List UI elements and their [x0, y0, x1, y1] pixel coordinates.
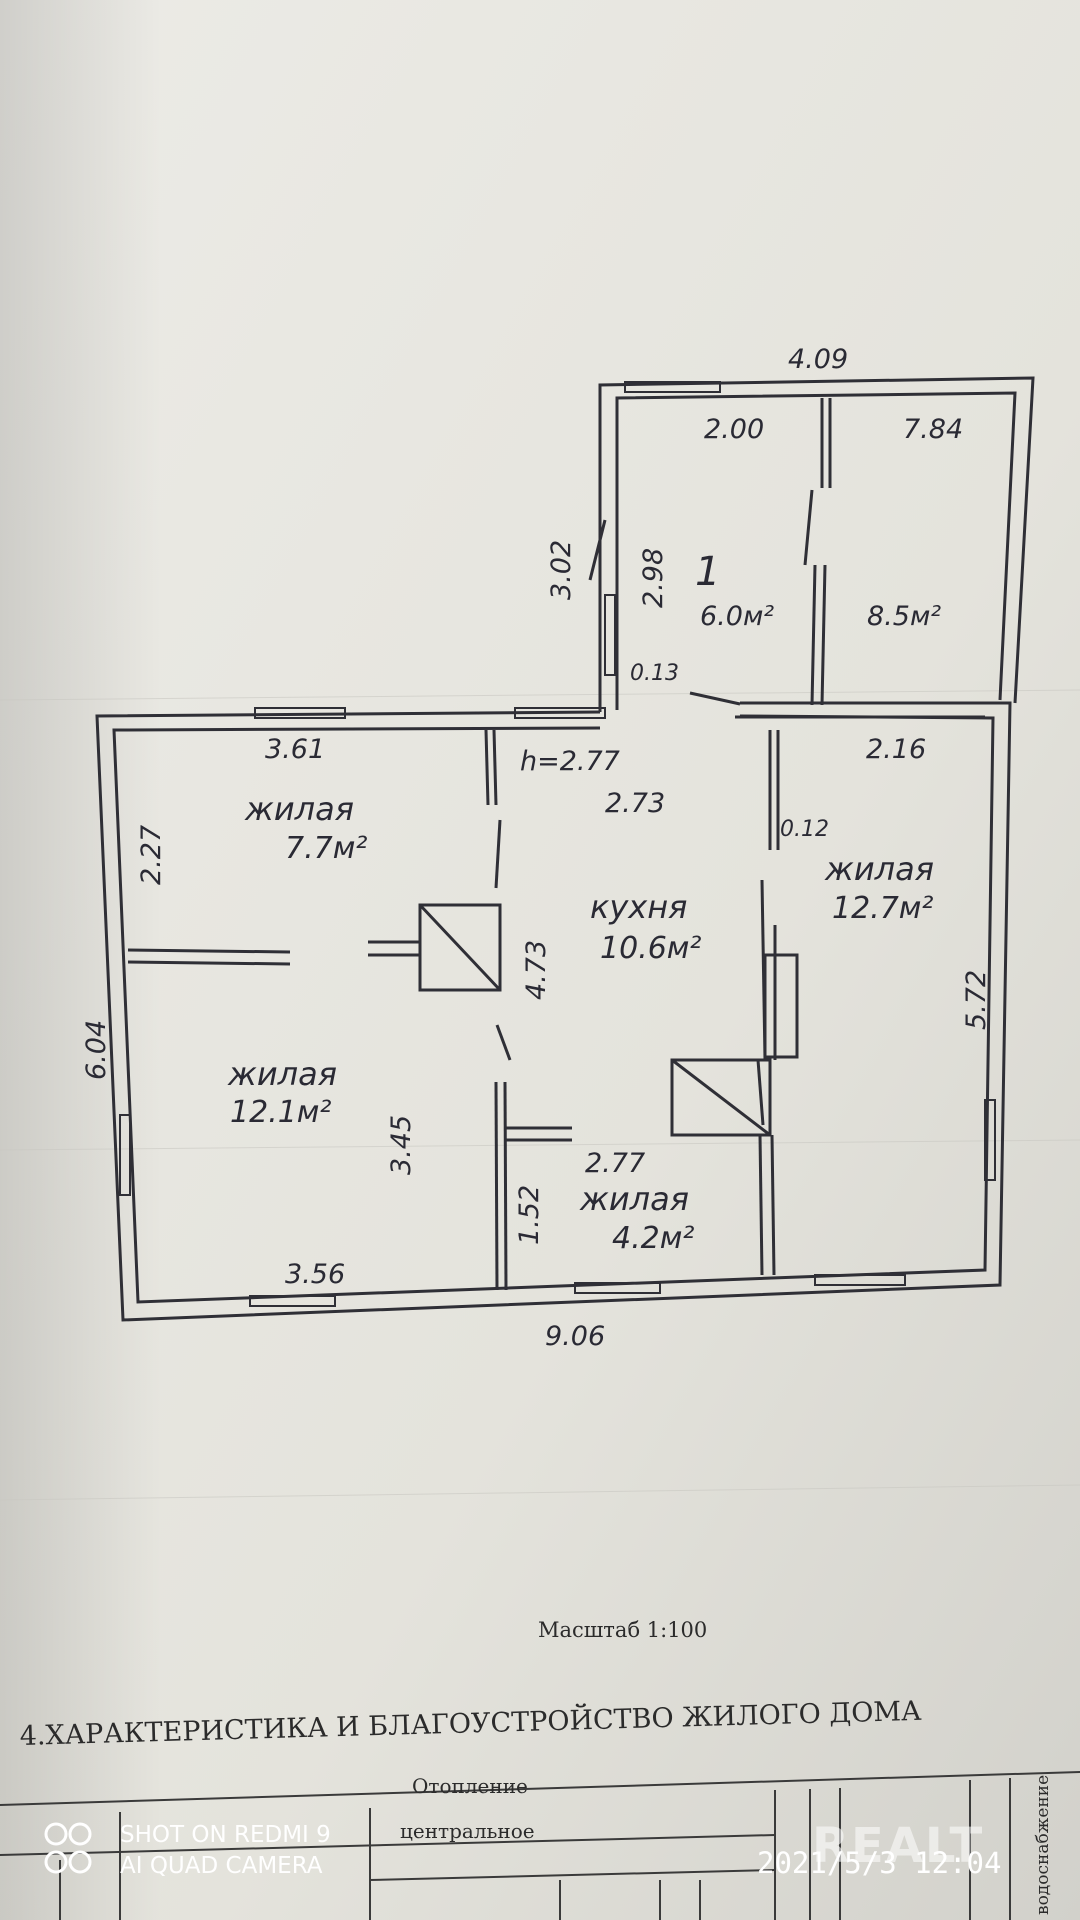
datetime-stamp: 2021/5/3 12:04	[757, 1846, 1001, 1880]
heating-header: Отопление	[412, 1774, 528, 1798]
porch-number: 1	[695, 549, 720, 595]
dim-door-gap: 0.13	[630, 661, 679, 686]
living-4-label: жилая	[579, 1180, 689, 1218]
dim-small-room-width: 2.77	[585, 1148, 645, 1179]
dim-right-height: 5.72	[961, 970, 992, 1030]
water-supply-label: водоснабжение	[1033, 1775, 1053, 1915]
living-2-area: 12.7м²	[832, 891, 933, 926]
dim-porch-height-outer: 3.02	[546, 540, 577, 600]
dim-left-upper-height: 2.27	[136, 825, 167, 885]
realt-watermark: REALT	[812, 1818, 984, 1874]
living-3-area: 12.1м²	[230, 1095, 331, 1130]
heating-value: центральное	[400, 1819, 535, 1843]
living-1-label: жилая	[244, 790, 354, 828]
porch-b-area: 8.5м²	[867, 601, 941, 632]
camera-logo-icon	[44, 1822, 92, 1874]
dim-porch-height-inner: 2.98	[638, 548, 669, 608]
dim-total-width: 9.06	[545, 1321, 605, 1352]
dim-total-height: 6.04	[81, 1020, 112, 1080]
dim-room-a-width: 2.00	[704, 414, 764, 445]
dim-left-room-width: 3.61	[265, 734, 325, 765]
scale-label: Масштаб 1:100	[538, 1618, 707, 1642]
kitchen-area: 10.6м²	[600, 931, 701, 966]
dim-left-lower-height: 3.45	[386, 1115, 417, 1175]
dim-kitchen-height: 4.73	[521, 940, 552, 1000]
kitchen-label: кухня	[590, 888, 687, 926]
dim-partition: 0.12	[780, 817, 829, 842]
dim-right-room-width: 2.16	[866, 734, 926, 765]
camera-mode-label: AI QUAD CAMERA	[120, 1853, 323, 1879]
dim-small-room-height: 1.52	[514, 1185, 545, 1245]
living-1-area: 7.7м²	[285, 831, 367, 866]
living-2-label: жилая	[824, 850, 934, 888]
living-4-area: 4.2м²	[612, 1221, 694, 1256]
dim-room-b-width: 7.84	[903, 414, 963, 445]
porch-a-area: 6.0м²	[700, 601, 774, 632]
dim-ceiling-height: h=2.77	[520, 746, 620, 777]
dim-top-width: 4.09	[788, 344, 848, 375]
dim-kitchen-width: 2.73	[605, 788, 665, 819]
living-3-label: жилая	[227, 1055, 337, 1093]
dim-bottom-left-width: 3.56	[285, 1259, 345, 1290]
shot-on-label: SHOT ON REDMI 9	[120, 1822, 331, 1848]
